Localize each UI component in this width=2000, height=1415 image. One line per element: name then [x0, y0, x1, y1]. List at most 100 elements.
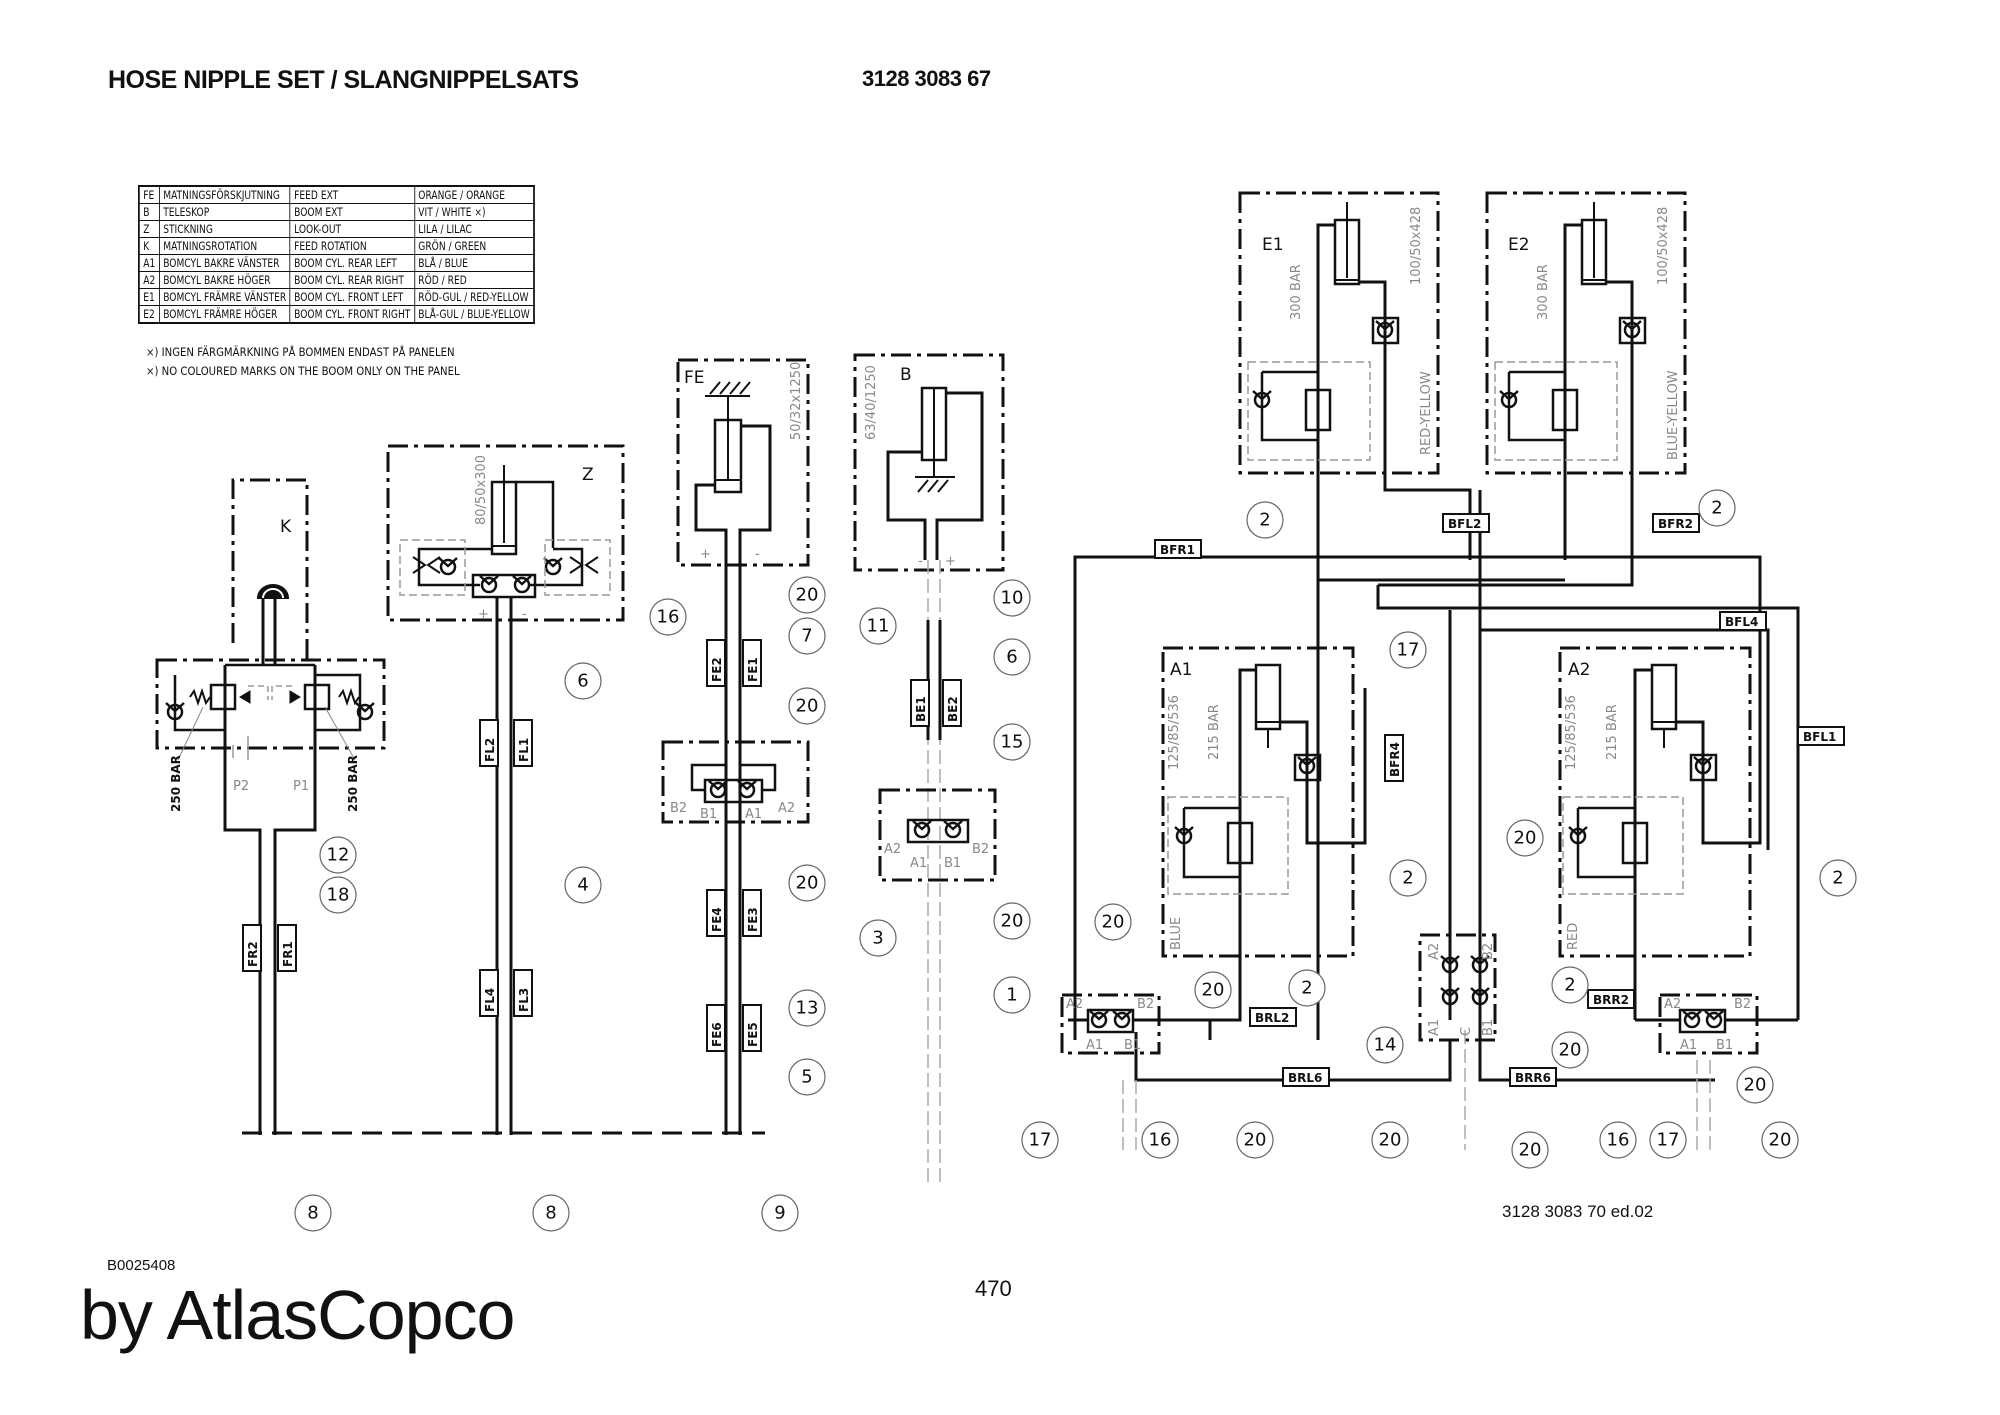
port-label: A1 [1680, 1038, 1697, 1053]
callout-balloon [1389, 631, 1427, 669]
callout-balloon [1094, 903, 1132, 941]
page-title: HOSE NIPPLE SET / SLANGNIPPELSATS [108, 66, 579, 94]
callout-number: 8 [545, 1203, 556, 1224]
cylinder-size: 125/85/536 [1167, 695, 1182, 770]
hose-tag-box [1652, 513, 1700, 533]
port-label: B2 [1137, 997, 1154, 1012]
callout-balloon [1288, 969, 1326, 1007]
pressure-label: 250 BAR [346, 755, 360, 812]
callout-number: 10 [1001, 588, 1024, 609]
callout-number: 20 [1744, 1075, 1767, 1096]
callout-number: 20 [796, 696, 819, 717]
legend-code: E2 [138, 305, 160, 324]
hose-tag: BFR1 [1160, 543, 1195, 557]
callout-number: 17 [1397, 640, 1420, 661]
hose-tag: BFR2 [1658, 517, 1693, 531]
hose-tag-box [277, 924, 297, 972]
legend-swedish: MATNINGSROTATION [158, 237, 291, 255]
hose-tag-box [706, 639, 726, 687]
callout-number: 20 [1519, 1140, 1542, 1161]
callout-balloon [1246, 501, 1284, 539]
hose-tag-box [242, 924, 262, 972]
hose-tag: FR2 [246, 941, 260, 967]
callout-balloon [1194, 971, 1232, 1009]
hose-tag-box [1249, 1007, 1297, 1027]
hose-tag-box [942, 679, 962, 727]
hose-tag: BFL2 [1448, 517, 1481, 531]
callout-number: 2 [1564, 975, 1575, 996]
callout-number: 2 [1832, 868, 1843, 889]
circuit-fe [661, 358, 810, 1135]
callout-number: 20 [1769, 1130, 1792, 1151]
callout-balloon [788, 687, 826, 725]
hose-tag: FL3 [517, 988, 531, 1012]
hose-tag: BRL2 [1255, 1011, 1289, 1025]
callout-balloon [564, 866, 602, 904]
legend-code: E1 [138, 288, 160, 306]
hose-tag-box [1719, 611, 1767, 631]
callout-balloon [1371, 1121, 1409, 1159]
circuit-b [853, 353, 1005, 1185]
callout-balloon [564, 662, 602, 700]
legend-color: RÖD / RED [413, 271, 535, 289]
legend-color: ORANGE / ORANGE [413, 185, 535, 204]
callout-number: 2 [1301, 978, 1312, 999]
port-label: B2 [670, 801, 687, 816]
legend-english: BOOM CYL. REAR RIGHT [289, 271, 415, 289]
callout-number: 16 [1607, 1130, 1630, 1151]
circuit-e1 [1238, 191, 1472, 1040]
callout-number: 6 [1006, 647, 1017, 668]
port-label: B1 [1481, 1019, 1496, 1036]
callout-number: 2 [1711, 498, 1722, 519]
hose-tag: BRR2 [1593, 993, 1629, 1007]
circuit-label-z: Z [582, 465, 594, 485]
legend-swedish: BOMCYL BAKRE HÖGER [158, 271, 291, 289]
hose-tag: FL1 [517, 738, 531, 762]
reference-code: B0025408 [107, 1257, 176, 1274]
callout-balloon [1649, 1121, 1687, 1159]
plus-sign: + [945, 554, 956, 569]
hose-tag-box [1282, 1067, 1330, 1087]
callout-balloon [319, 876, 357, 914]
drawing-number: 3128 3083 70 ed.02 [1502, 1202, 1654, 1221]
hose-tag: BFR4 [1388, 742, 1402, 777]
minus-sign: - [522, 607, 527, 622]
hose-tag-box [513, 719, 533, 767]
callout-number: 17 [1657, 1130, 1680, 1151]
hose-tag-box [706, 1004, 726, 1052]
port-label: A1 [1086, 1038, 1103, 1053]
hose-tag-box [742, 1004, 762, 1052]
hose-tag: FE3 [746, 907, 760, 932]
callout-balloon [319, 836, 357, 874]
callout-balloon [649, 598, 687, 636]
hose-tag-box [910, 679, 930, 727]
port-label: A1 [910, 856, 927, 871]
hose-tag-box [479, 969, 499, 1017]
callout-number: 13 [796, 998, 819, 1019]
callout-number: 4 [577, 875, 588, 896]
callout-balloon [761, 1194, 799, 1232]
hose-tag-box [706, 889, 726, 937]
legend-swedish: BOMCYL FRÄMRE VÄNSTER [158, 288, 291, 306]
hose-tag-box [479, 719, 499, 767]
callout-number: 20 [796, 873, 819, 894]
cylinder-size: 50/32x1250 [789, 362, 804, 440]
color-label: RED-YELLOW [1419, 371, 1434, 455]
callout-balloon [788, 617, 826, 655]
hose-tag: BRL6 [1288, 1071, 1322, 1085]
callout-balloon [993, 638, 1031, 676]
callout-number: 7 [801, 626, 812, 647]
plus-sign: + [700, 547, 711, 562]
port-label: B1 [700, 807, 717, 822]
cylinder-size: 63/40/1250 [864, 365, 879, 440]
minus-sign: - [755, 547, 760, 562]
valve-mid [1418, 933, 1497, 1150]
callout-balloon [788, 864, 826, 902]
port-label: B1 [1716, 1038, 1733, 1053]
